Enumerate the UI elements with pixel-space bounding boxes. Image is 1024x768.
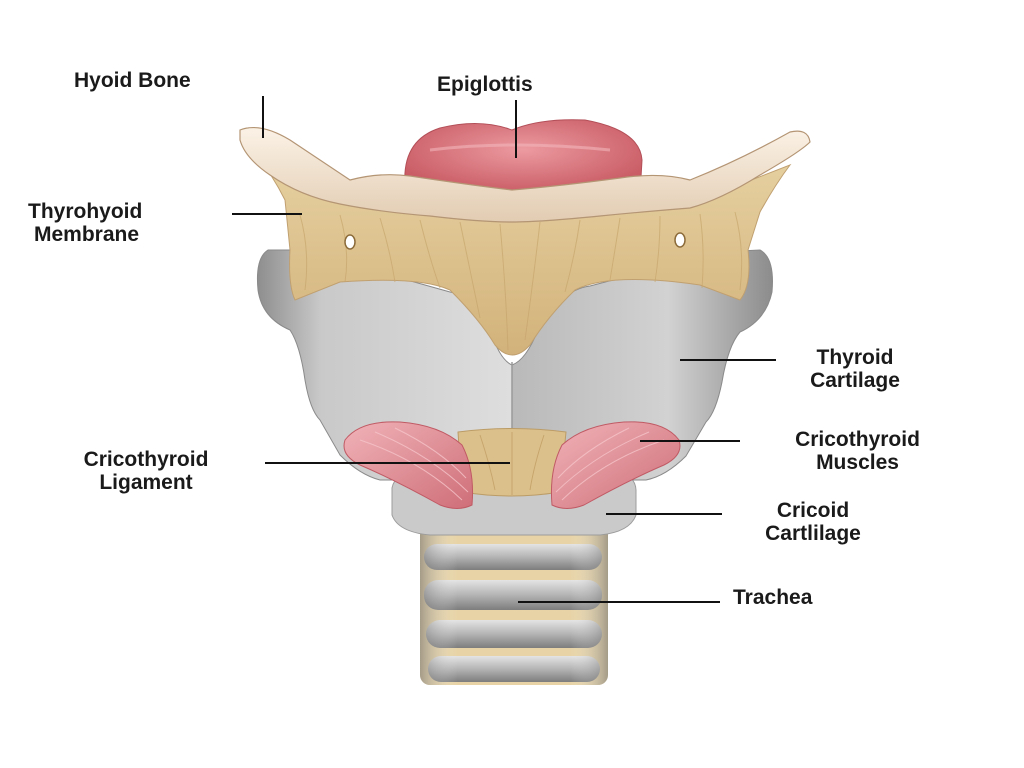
label-hyoid-bone: Hyoid Bone: [74, 69, 191, 92]
thyrohyoid-membrane: [244, 139, 792, 356]
label-cricoid-cartilage: Cricoid Cartlilage: [765, 499, 861, 545]
hyoid-bone: [239, 127, 811, 223]
label-thyrohyoid-membrane: Thyrohyoid Membrane: [28, 200, 143, 246]
label-trachea: Trachea: [733, 586, 813, 609]
cricothyroid-muscle-left: [343, 421, 473, 509]
label-thyroid-cartilage: Thyroid Cartilage: [810, 346, 900, 392]
leader-lines: [232, 96, 776, 603]
label-epiglottis: Epiglottis: [437, 73, 533, 96]
trachea: [420, 525, 608, 685]
label-cricothyroid-muscles: Cricothyroid Muscles: [795, 428, 920, 474]
cricothyroid-muscle-right: [551, 421, 681, 509]
label-cricothyroid-ligament: Cricothyroid Ligament: [83, 448, 209, 494]
